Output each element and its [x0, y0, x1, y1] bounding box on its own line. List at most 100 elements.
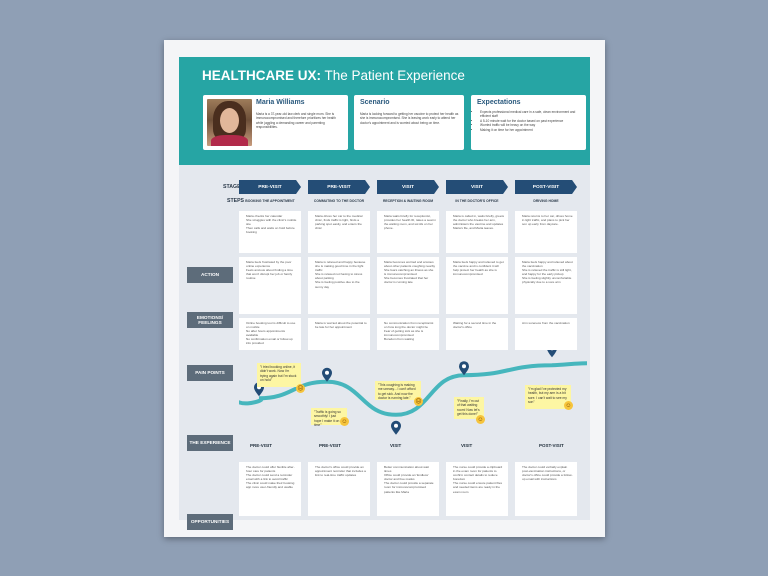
opportunity-cell: The nurse could provide a clipboard in t…	[446, 462, 508, 516]
cell-bullet: The nurse could ensure patient files and…	[453, 481, 505, 493]
expectation-item: A 5-10 minute wait for the doctor based …	[480, 119, 583, 123]
emotion-cell: Maria is relieved and happy because she …	[308, 257, 370, 314]
persona-name: Maria Williams	[256, 99, 305, 106]
emotion-cell: Maria becomes worried and anxious about …	[377, 257, 439, 314]
opportunity-cell: The doctor could offer flexible after-ho…	[239, 462, 301, 516]
quote-note: "Traffic is going so smoothly! I just ho…	[311, 408, 347, 427]
step-label: COMMUTING TO THE DOCTOR	[313, 199, 365, 203]
action-cell: Maria returns to her car, drives home in…	[515, 211, 577, 253]
cell-bullet: The nurse could provide a clipboard in t…	[453, 465, 505, 481]
stage-chevron: POST-VISIT	[515, 180, 577, 194]
cell-bullet: She is feeling slightly uncomfortable ph…	[522, 276, 574, 284]
emoji-face-icon: ☺	[340, 417, 349, 426]
cell-bullet: No confirmation email or follow-up info …	[246, 337, 298, 345]
stage-chevron: PRE-VISIT	[308, 180, 370, 194]
cell-bullet: The doctor could verbally explain post-v…	[522, 465, 574, 481]
scenario-heading: Scenario	[360, 99, 390, 106]
cell-bullet: She becomes frustrated that her doctor i…	[384, 276, 436, 284]
experience-stage-label: VISIT	[390, 443, 402, 448]
pain-points-label: PAIN POINTS	[187, 365, 233, 381]
step-label: IN THE DOCTOR'S OFFICE	[455, 199, 499, 203]
expectations-heading: Expectations	[477, 99, 521, 106]
scenario-text: Maria is looking forward to getting her …	[360, 112, 459, 125]
cell-bullet: Maria returns to her car, drives home in…	[522, 214, 574, 226]
emotions-label: EMOTIONS/ FEELINGS	[187, 312, 233, 328]
cell-bullet: Office could provide an 'Endless' doctor…	[384, 473, 436, 481]
step-label: DRIVING HOME	[533, 199, 559, 203]
cell-bullet: Arm soreness from the vaccination	[522, 321, 574, 325]
cell-bullet: Maria feels happy and relieved about the…	[522, 260, 574, 268]
emoji-face-icon: ☺	[476, 415, 485, 424]
cell-bullet: Feels anxious about finding a time that …	[246, 268, 298, 280]
expectation-item: Worried traffic will be heavy on the way	[480, 123, 583, 127]
cell-bullet: Maria waits briefly for receptionist, pr…	[384, 214, 436, 230]
cell-bullet: She is feeling positive due to the sunny…	[315, 280, 367, 288]
opportunities-label: OPPORTUNITIES	[187, 514, 233, 530]
location-pin-icon	[391, 420, 401, 435]
pain-point-cell: Online booking tool is difficult to use …	[239, 318, 301, 350]
cell-bullet: Maria drives her car to the medical clin…	[315, 214, 367, 230]
step-label: RECEPTION & WAITING ROOM	[382, 199, 434, 203]
pain-point-cell: No communication from receptionist on ho…	[377, 318, 439, 350]
cell-bullet: The doctor could offer flexible after-ho…	[246, 465, 298, 473]
header-banner: HEALTHCARE UX: The Patient Experience Ma…	[179, 57, 590, 165]
stage-chevron: PRE-VISIT	[239, 180, 301, 194]
cell-bullet: The doctor could provide a separate room…	[384, 481, 436, 493]
experience-stage-label: POST-VISIT	[539, 443, 564, 448]
cell-bullet: Online booking tool is difficult to use …	[246, 321, 298, 329]
cell-bullet: Then calls and waits on hold before book…	[246, 226, 298, 234]
stage-chevron: VISIT	[377, 180, 439, 194]
experience-stage-label: PRE-VISIT	[319, 443, 342, 448]
action-cell: Maria is called in, waits briefly, greet…	[446, 211, 508, 253]
pain-point-cell: Waiting for a second time in the doctor'…	[446, 318, 508, 350]
cell-bullet: Maria is called in, waits briefly, greet…	[453, 214, 505, 230]
emoji-face-icon: ☹	[414, 397, 423, 406]
opportunity-cell: Better communication about wait timesOff…	[377, 462, 439, 516]
cell-bullet: She fears catching an illness as she is …	[384, 268, 436, 276]
location-pin-icon	[547, 350, 557, 358]
cell-bullet: Waiting for a second time in the doctor'…	[453, 321, 505, 329]
page-title: HEALTHCARE UX: The Patient Experience	[202, 68, 465, 83]
scenario-card: Scenario Maria is looking forward to get…	[354, 95, 464, 150]
cell-bullet: She is relaxed not having to stress abou…	[315, 272, 367, 280]
cell-bullet: Maria feels happy and relieved to get th…	[453, 260, 505, 276]
cell-bullet: No after hours appointments available	[246, 329, 298, 337]
cell-bullet: No communication from receptionist on ho…	[384, 321, 436, 329]
experience-stage-label: PRE-VISIT	[250, 443, 273, 448]
journey-body: STAGES STEPS ACTION EMOTIONS/ FEELINGS P…	[179, 165, 590, 530]
opportunity-cell: The doctor could verbally explain post-v…	[515, 462, 577, 516]
action-cell: Maria drives her car to the medical clin…	[308, 211, 370, 253]
experience-label: THE EXPERIENCE	[187, 435, 233, 451]
emoji-face-icon: ☺	[564, 401, 573, 410]
quote-note: "This coughing is making me uneasy... I …	[375, 381, 421, 400]
quote-note: "I tried booking online, it didn't work.…	[257, 363, 301, 387]
steps-label: STEPS	[226, 198, 244, 204]
experience-chart	[239, 350, 587, 435]
persona-avatar	[207, 99, 252, 146]
stages-label: STAGES	[223, 184, 244, 190]
expectations-list: Expects professional medical care in a s…	[475, 110, 583, 132]
cell-bullet: Maria becomes worried and anxious about …	[384, 260, 436, 268]
pain-point-cell: Arm soreness from the vaccination	[515, 318, 577, 350]
journey-map-sheet: HEALTHCARE UX: The Patient Experience Ma…	[164, 40, 605, 537]
cell-bullet: The clinic could make their booking app …	[246, 481, 298, 489]
cell-bullet: Boredom from waiting	[384, 337, 436, 341]
expectation-item: Expects professional medical care in a s…	[480, 110, 583, 119]
cell-bullet: Better communication about wait times	[384, 465, 436, 473]
quote-note: "I'm glad I've protected my health, but …	[525, 385, 571, 409]
cell-bullet: She is relieved the traffic is still lig…	[522, 268, 574, 276]
emotion-cell: Maria feels happy and relieved about the…	[515, 257, 577, 314]
persona-card: Maria Williams Maria is a 37-year-old la…	[203, 95, 348, 150]
cell-bullet: Maria is relieved and happy because she …	[315, 260, 367, 272]
cell-bullet: Fear of getting sick as she is immunocom…	[384, 329, 436, 337]
action-label: ACTION	[187, 267, 233, 283]
expectations-card: Expectations Expects professional medica…	[471, 95, 586, 150]
persona-bio: Maria is a 37-year-old law clerk and sin…	[256, 112, 336, 130]
expectation-item: Making it on time for her appointment	[480, 128, 583, 132]
pain-point-cell: Maria is worried about the potential to …	[308, 318, 370, 350]
cell-bullet: Maria is worried about the potential to …	[315, 321, 367, 329]
emotion-cell: Maria feels frustrated by the poor onlin…	[239, 257, 301, 314]
experience-curve	[239, 361, 587, 417]
location-pin-icon	[459, 361, 469, 376]
action-cell: Maria checks her calendarShe struggles w…	[239, 211, 301, 253]
